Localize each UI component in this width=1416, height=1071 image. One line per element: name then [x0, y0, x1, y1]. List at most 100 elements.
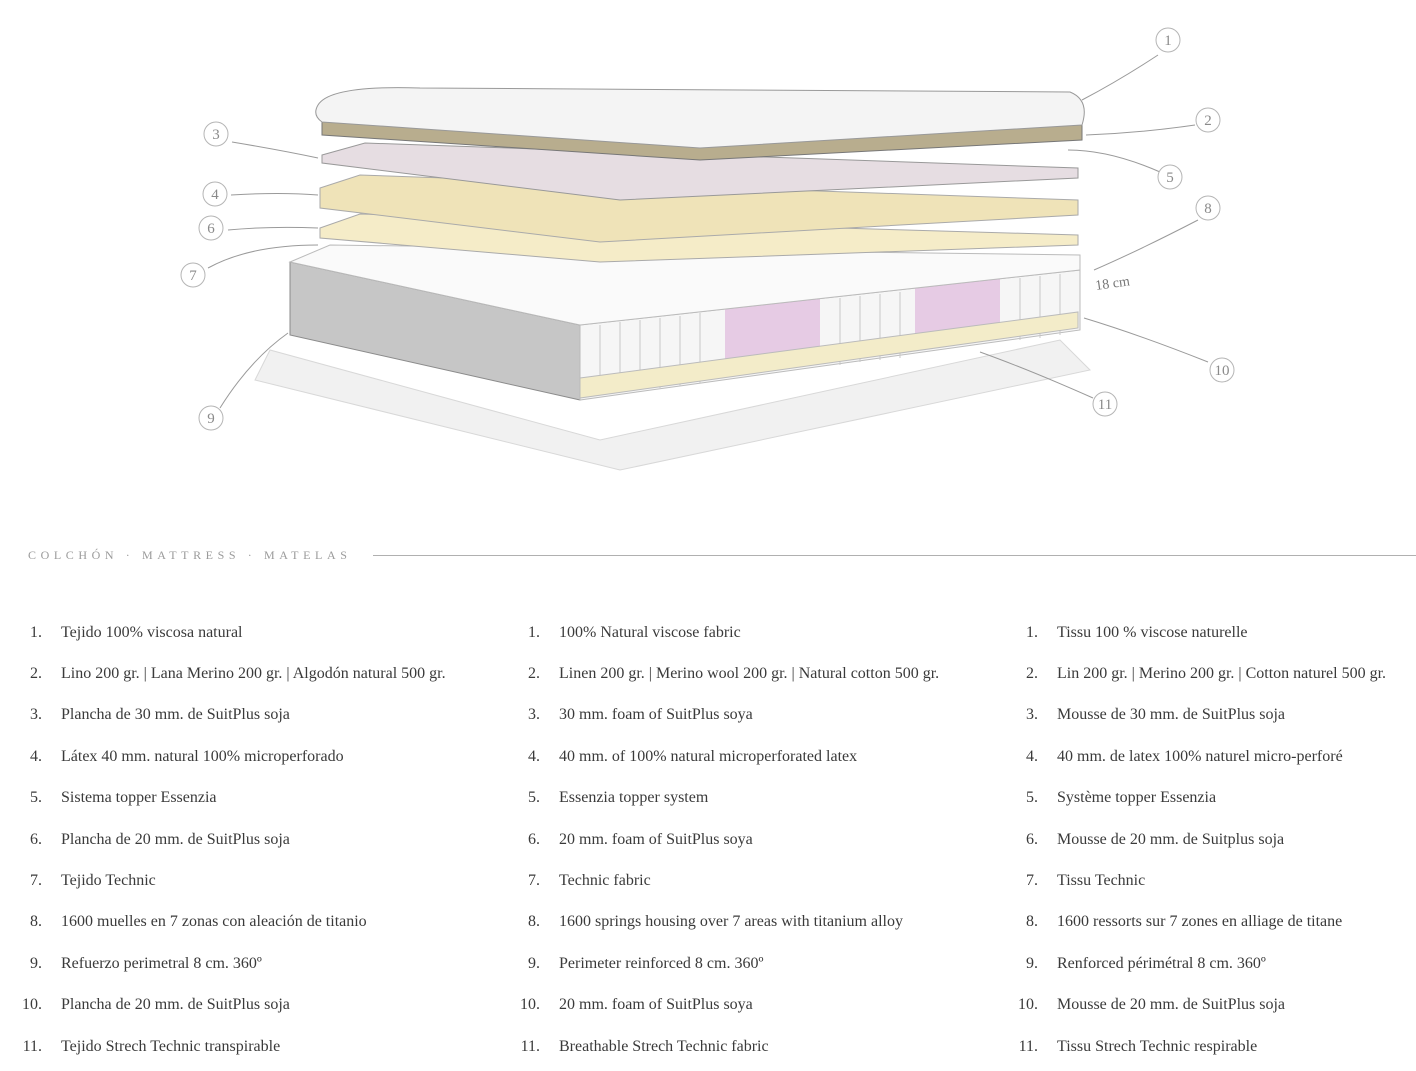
svg-text:10: 10: [1215, 363, 1230, 379]
item-text: 1600 muelles en 7 zonas con aleación de …: [61, 913, 367, 931]
list-item: 6. Plancha de 20 mm. de SuitPlus soja: [18, 819, 498, 860]
callout-2: 2: [1195, 107, 1221, 133]
item-number: 6.: [30, 830, 42, 848]
item-number: 4.: [528, 747, 540, 765]
mattress-illustration: 18 cm 1 2 3 4 5 6 7 8 9 10 11: [180, 27, 1235, 471]
item-number: 4.: [1026, 747, 1038, 765]
item-text: 20 mm. foam of SuitPlus soya: [559, 830, 753, 848]
callout-7: 7: [180, 262, 206, 288]
item-text: Mousse de 20 mm. de Suitplus soja: [1057, 830, 1285, 848]
list-item: 10. 20 mm. foam of SuitPlus soya: [516, 985, 996, 1026]
item-text: Tejido 100% viscosa natural: [61, 623, 243, 641]
section-header: COLCHÓN · MATTRESS · MATELAS: [28, 545, 1416, 565]
list-item: 4. 40 mm. of 100% natural microperforated…: [516, 736, 996, 777]
callout-5: 5: [1157, 164, 1183, 190]
svg-text:5: 5: [1166, 170, 1174, 186]
latex-layer: [319, 174, 1079, 243]
svg-text:1: 1: [1164, 33, 1172, 49]
item-text: Essenzia topper system: [559, 789, 709, 807]
list-item: 6. Mousse de 20 mm. de Suitplus soja: [1014, 819, 1414, 860]
list-item: 11.Tejido Strech Technic transpirable: [18, 1026, 498, 1067]
item-text: Tissu 100 % viscose naturelle: [1057, 623, 1248, 641]
list-item: 3. 30 mm. foam of SuitPlus soya: [516, 695, 996, 736]
item-number: 4.: [30, 747, 42, 765]
svg-text:11: 11: [1098, 397, 1112, 413]
list-item: 5.Système topper Essenzia: [1014, 778, 1414, 819]
item-text: Technic fabric: [559, 872, 651, 890]
item-number: 1.: [528, 623, 540, 641]
callout-6: 6: [198, 215, 224, 241]
item-text: 30 mm. foam of SuitPlus soya: [559, 706, 753, 724]
item-text: Plancha de 20 mm. de SuitPlus soja: [61, 830, 290, 848]
svg-text:2: 2: [1204, 113, 1212, 129]
list-item: 11. Breathable Strech Technic fabric: [516, 1026, 996, 1067]
item-number: 11.: [22, 1037, 42, 1055]
floor-shadow: [254, 339, 1092, 471]
list-item: 9.Refuerzo perimetral 8 cm. 360º: [18, 943, 498, 984]
mattress-exploded-diagram: 18 cm 1 2 3 4 5 6 7 8 9 10 11: [0, 0, 1416, 520]
svg-text:7: 7: [189, 268, 197, 284]
item-text: Tissu Strech Technic respirable: [1057, 1037, 1258, 1055]
list-item: 7.Tejido Technic: [18, 860, 498, 901]
svg-text:9: 9: [207, 411, 215, 427]
item-text: Plancha de 20 mm. de SuitPlus soja: [61, 996, 290, 1014]
item-number: 6.: [1026, 830, 1038, 848]
list-item: 10. Mousse de 20 mm. de SuitPlus soja: [1014, 985, 1414, 1026]
legend-column-french: 1.Tissu 100 % viscose naturelle 2.Lin 20…: [1014, 612, 1414, 1067]
item-text: Renforced périmétral 8 cm. 360º: [1057, 954, 1266, 972]
list-item: 1. Tissu 100 % viscose naturelle: [1014, 612, 1414, 653]
list-item: 8.1600 springs housing over 7 areas with…: [516, 902, 996, 943]
item-text: Breathable Strech Technic fabric: [559, 1037, 769, 1055]
item-number: 3.: [528, 706, 540, 724]
list-item: 4. Látex 40 mm. natural 100% microperfora…: [18, 736, 498, 777]
item-number: 6.: [528, 830, 540, 848]
list-item: 2.Lino 200 gr. | Lana Merino 200 gr. | A…: [18, 653, 498, 694]
item-text: Mousse de 20 mm. de SuitPlus soja: [1057, 996, 1286, 1014]
item-text: Látex 40 mm. natural 100% microperforado: [61, 747, 344, 765]
item-text: 1600 springs housing over 7 areas with t…: [559, 913, 903, 931]
callout-8: 8: [1195, 195, 1221, 221]
item-number: 11.: [520, 1037, 540, 1055]
item-text: 40 mm. of 100% natural microperforated l…: [559, 747, 858, 765]
callout-9: 9: [198, 405, 224, 431]
item-text: 100% Natural viscose fabric: [559, 623, 741, 641]
item-text: Plancha de 30 mm. de SuitPlus soja: [61, 706, 290, 724]
item-number: 7.: [1026, 872, 1038, 890]
list-item: 7. Tissu Technic: [1014, 860, 1414, 901]
item-number: 5.: [30, 789, 42, 807]
item-text: Perimeter reinforced 8 cm. 360º: [559, 954, 764, 972]
height-annotation: 18 cm: [1094, 274, 1130, 294]
list-item: 6. 20 mm. foam of SuitPlus soya: [516, 819, 996, 860]
section-divider: [373, 554, 1416, 556]
item-text: Mousse de 30 mm. de SuitPlus soja: [1057, 706, 1286, 724]
item-text: Tissu Technic: [1057, 872, 1146, 890]
item-number: 3.: [30, 706, 42, 724]
svg-text:3: 3: [212, 127, 220, 143]
list-item: 7.Technic fabric: [516, 860, 996, 901]
legend-column-english: 1. 100% Natural viscose fabric 2.Linen 20…: [516, 612, 996, 1067]
topper-pillow: [315, 87, 1085, 149]
item-text: 20 mm. foam of SuitPlus soya: [559, 996, 753, 1014]
list-item: 1. 100% Natural viscose fabric: [516, 612, 996, 653]
foam-30mm-layer: [321, 142, 1079, 201]
list-item: 5. Sistema topper Essenzia: [18, 778, 498, 819]
item-number: 10.: [520, 996, 540, 1014]
svg-text:8: 8: [1204, 201, 1212, 217]
firm-zone-pink: [915, 272, 1000, 342]
item-number: 8.: [1026, 913, 1038, 931]
list-item: 8.1600 ressorts sur 7 zones en alliage d…: [1014, 902, 1414, 943]
item-text: Sistema topper Essenzia: [61, 789, 217, 807]
item-number: 1.: [1026, 623, 1038, 641]
item-number: 2.: [30, 665, 42, 683]
item-number: 10.: [1018, 996, 1038, 1014]
list-item: 5.Essenzia topper system: [516, 778, 996, 819]
list-item: 2.Linen 200 gr. | Merino wool 200 gr. | …: [516, 653, 996, 694]
item-number: 9.: [30, 954, 42, 972]
item-number: 10.: [22, 996, 42, 1014]
callout-11: 11: [1092, 391, 1118, 417]
item-number: 3.: [1026, 706, 1038, 724]
item-text: Tejido Technic: [61, 872, 156, 890]
callout-10: 10: [1209, 357, 1235, 383]
bottom-foam-layer: [579, 311, 1079, 399]
callout-1: 1: [1155, 27, 1181, 53]
